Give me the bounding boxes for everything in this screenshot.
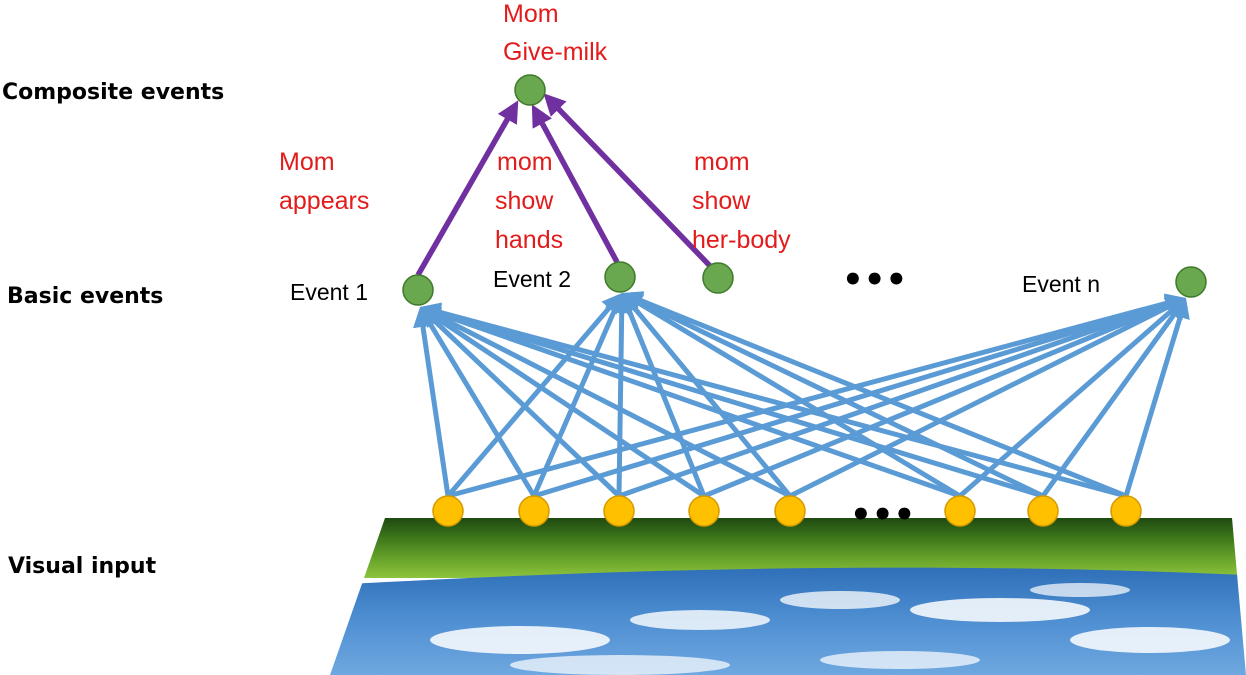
edge-input-7-to-event-3 (1040, 297, 1187, 498)
basic-event-node-3 (702, 262, 734, 294)
edge-input-3-to-event-1 (420, 307, 621, 498)
edge-input-1-to-event-2 (446, 293, 623, 498)
edge-input-2-to-event-3 (533, 294, 1187, 499)
input-node (603, 495, 635, 527)
edge-input-2-to-event-1 (420, 307, 537, 498)
basic-to-composite-edges (415, 93, 714, 277)
edge-event3-to-composite (543, 93, 714, 270)
edge-label-event3-line2: show (692, 187, 751, 215)
edge-label-event1-line1: Mom (279, 148, 335, 176)
event-n-label: Event n (1022, 271, 1100, 297)
input-to-basic-edges (413, 291, 1190, 499)
edge-label-event3-line3: her-body (692, 226, 791, 254)
basic-events-label: Basic events (7, 284, 163, 309)
edge-label-event2-line2: show (495, 187, 554, 215)
input-node (518, 495, 550, 527)
edge-event1-to-composite (415, 100, 519, 277)
edge-input-8-to-event-2 (621, 291, 1127, 499)
edge-label-event2-line1: mom (497, 148, 553, 176)
basic-event-node-2 (604, 261, 636, 293)
event-2-label: Event 2 (493, 266, 571, 292)
edge-input-1-to-event-3 (447, 293, 1187, 499)
edge-input-6-to-event-1 (419, 304, 961, 499)
edge-label-event1-line2: appears (279, 187, 369, 215)
edge-label-event2-line3: hands (495, 226, 563, 254)
edge-input-1-to-event-1 (413, 306, 451, 497)
edge-input-4-to-event-2 (620, 292, 707, 497)
edge-input-5-to-event-3 (788, 298, 1186, 499)
basic-events-ellipsis: ••• (842, 260, 907, 300)
input-nodes (432, 495, 1142, 527)
basic-event-node-n (1175, 266, 1207, 298)
input-node (1110, 495, 1142, 527)
event-1-label: Event 1 (290, 279, 368, 305)
edge-input-3-to-event-2 (611, 293, 632, 497)
composite-label-line2: Give-milk (503, 38, 608, 66)
edge-input-4-to-event-3 (703, 296, 1187, 499)
edge-input-5-to-event-1 (420, 307, 792, 499)
input-node (432, 495, 464, 527)
input-node (1027, 495, 1059, 527)
composite-events-label: Composite events (2, 80, 224, 105)
basic-event-node-1 (402, 274, 434, 306)
edge-label-event3-line1: mom (694, 148, 750, 176)
visual-input-image (330, 518, 1246, 675)
input-node (688, 495, 720, 527)
composite-event-node (514, 74, 546, 106)
edge-input-8-to-event-1 (419, 302, 1127, 499)
input-nodes-ellipsis: ••• (850, 495, 915, 535)
edge-input-3-to-event-3 (618, 295, 1186, 499)
input-node (944, 495, 976, 527)
edge-input-6-to-event-2 (622, 292, 962, 499)
edge-event2-to-composite (531, 104, 620, 264)
edge-input-8-to-event-3 (1123, 298, 1190, 497)
edge-input-7-to-event-1 (420, 303, 1044, 499)
edge-input-4-to-event-1 (419, 306, 706, 499)
visual-input-label: Visual input (8, 554, 157, 579)
composite-label-line1: Mom (503, 0, 559, 28)
input-node (774, 495, 806, 527)
edge-input-7-to-event-2 (622, 292, 1045, 499)
edge-input-2-to-event-2 (531, 293, 624, 497)
